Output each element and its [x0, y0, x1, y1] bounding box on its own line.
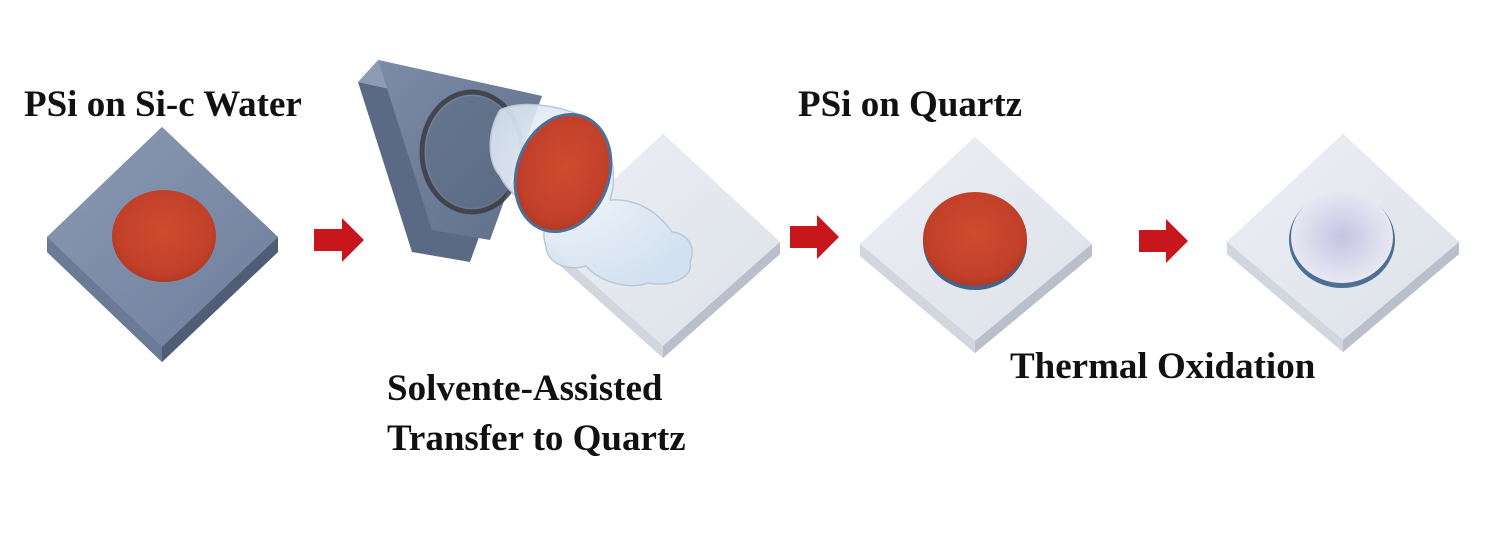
arrow-right-icon — [1139, 219, 1188, 263]
step-transfer-label-line2: Transfer to Quartz — [387, 418, 686, 459]
step-wafer-label: PSi on Si-c Water — [24, 84, 302, 125]
arrow-right-icon — [790, 215, 839, 259]
step-oxidation-label: Thermal Oxidation — [1010, 346, 1316, 387]
psi-film-icon — [513, 112, 613, 234]
step-quartz-label: PSi on Quartz — [798, 84, 1023, 125]
oxidized-film-icon — [1289, 191, 1395, 288]
arrow-right-icon — [314, 218, 364, 262]
step-transfer-label-line1: Solvente-Assisted — [387, 368, 663, 409]
silicon-wafer-icon — [358, 60, 542, 262]
psi-film-icon — [923, 192, 1027, 290]
psi-film-icon — [112, 190, 216, 282]
